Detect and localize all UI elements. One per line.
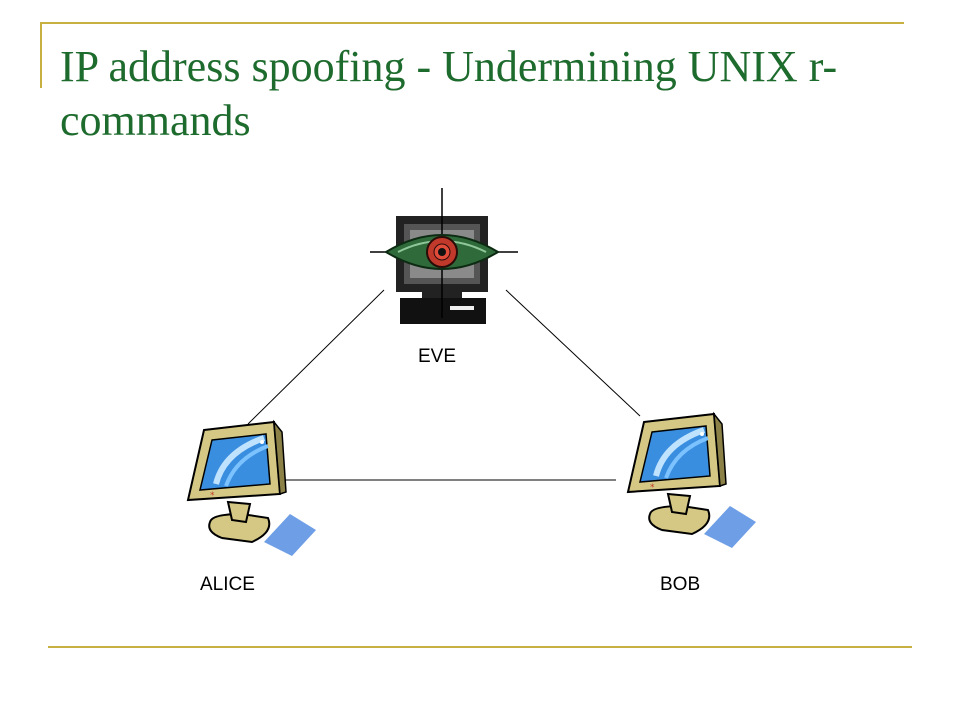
link-alice-eve <box>247 289 385 425</box>
spy-eye-computer-icon <box>370 188 518 324</box>
svg-text:*: * <box>210 491 215 501</box>
top-rule <box>40 22 904 24</box>
bottom-rule <box>48 646 912 648</box>
node-label-eve: EVE <box>418 346 456 367</box>
node-label-alice: ALICE <box>200 574 255 595</box>
slide-title: IP address spoofing - Undermining UNIX r… <box>60 42 838 145</box>
link-eve-bob <box>505 289 641 417</box>
left-rule <box>40 22 42 88</box>
desktop-monitor-icon: * <box>186 419 316 556</box>
node-label-bob: BOB <box>660 574 700 595</box>
desktop-monitor-icon: * <box>626 411 756 548</box>
svg-text:*: * <box>650 483 655 493</box>
